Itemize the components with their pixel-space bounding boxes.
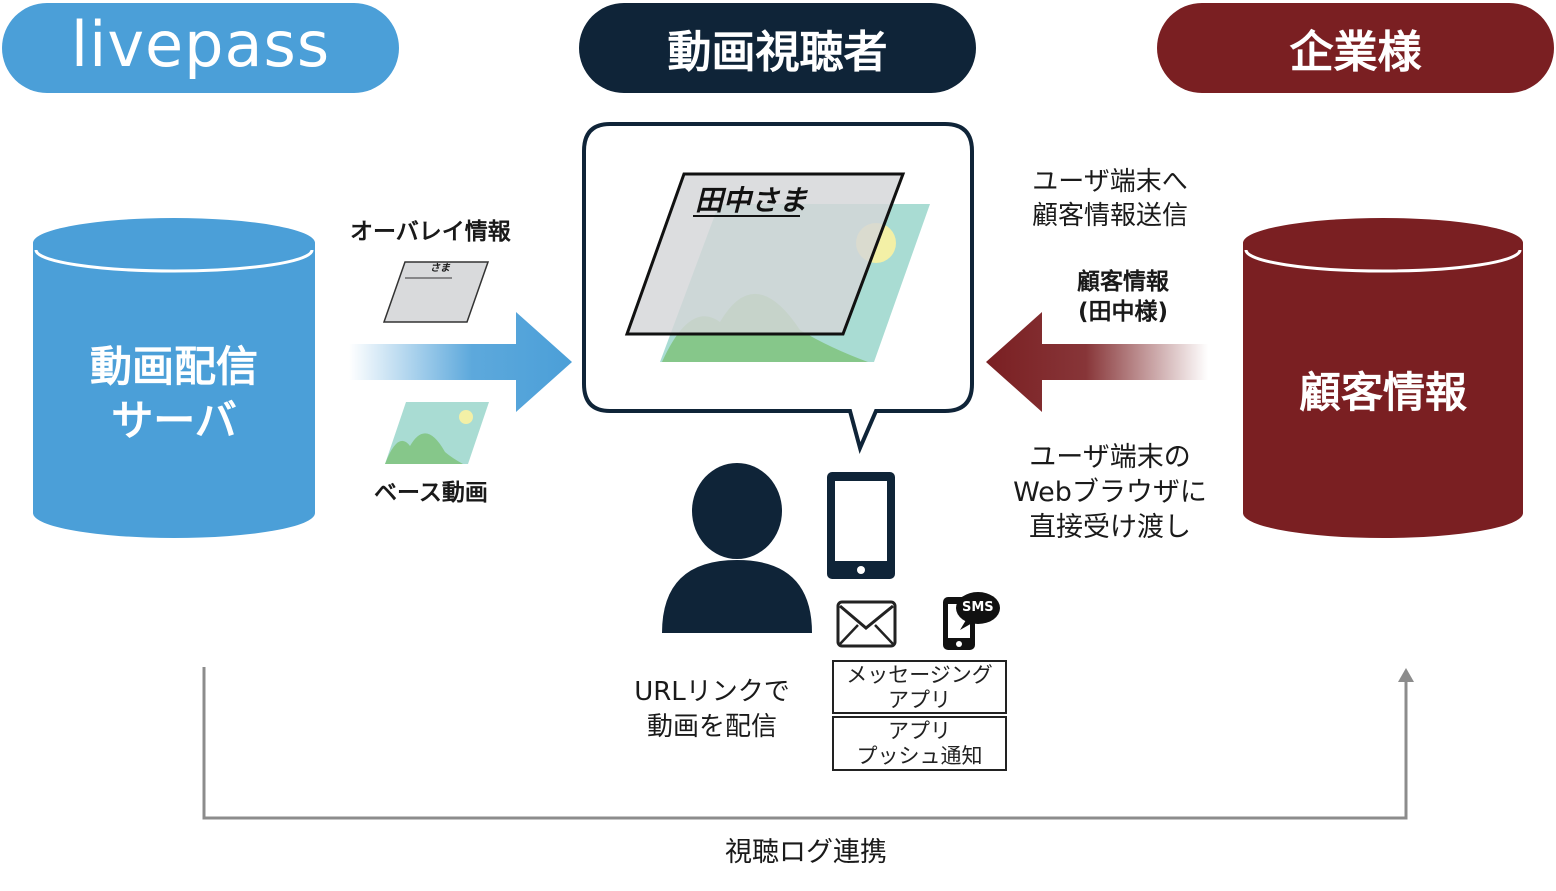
smartphone-icon	[827, 472, 895, 579]
customer-info-arrow	[986, 312, 1208, 412]
overlay-info-label: オーバレイ情報	[350, 219, 511, 245]
customer-info-note: 顧客情報 (田中様)	[1048, 267, 1198, 327]
livepass-logo-pill: livepass	[2, 3, 399, 93]
overlay-mini-text: さま	[430, 263, 450, 274]
url-note: URLリンクで 動画を配信	[612, 675, 812, 745]
screen-overlay-name: 田中さま	[695, 184, 808, 217]
mail-icon	[836, 600, 897, 648]
viewer-header-pill: 動画視聴者	[579, 3, 976, 93]
customer-db-label: 顧客情報	[1298, 368, 1467, 417]
url-note-line1: URLリンクで	[634, 677, 790, 707]
messaging-app-box: メッセージング アプリ	[832, 660, 1007, 714]
base-video-label: ベース動画	[374, 480, 488, 506]
customer-info-note-line1: 顧客情報	[1077, 269, 1169, 295]
sms-badge-text: SMS	[962, 600, 994, 615]
viewer-header-label: 動画視聴者	[667, 27, 888, 78]
messaging-app-line1: メッセージング	[846, 663, 993, 687]
right-bottom-note-line2: Webブラウザに	[1013, 477, 1207, 508]
right-bottom-note-line3: 直接受け渡し	[1029, 512, 1191, 543]
delivery-arrow	[349, 312, 572, 412]
push-notification-line2: プッシュ通知	[856, 744, 983, 768]
messaging-app-line2: アプリ	[888, 688, 951, 712]
push-notification-box: アプリ プッシュ通知	[832, 716, 1007, 771]
right-bottom-note-line1: ユーザ端末の	[1029, 442, 1191, 473]
company-header-pill: 企業様	[1157, 3, 1554, 93]
server-label-line2: サーバ	[111, 396, 237, 445]
livepass-logo-text: livepass	[70, 7, 331, 81]
server-label-line1: 動画配信	[89, 342, 258, 391]
viewer-person-icon	[662, 463, 812, 633]
server-label: 動画配信 サーバ	[33, 340, 315, 448]
right-top-note-line2: 顧客情報送信	[1031, 201, 1188, 231]
log-link-label: 視聴ログ連携	[725, 837, 887, 868]
customer-info-note-line2: (田中様)	[1077, 299, 1169, 325]
base-video-mini-card	[385, 402, 489, 464]
company-header-label: 企業様	[1289, 27, 1422, 78]
server-cylinder	[33, 218, 315, 538]
right-top-note-line1: ユーザ端末へ	[1032, 167, 1188, 197]
log-link-line	[202, 667, 1408, 820]
push-notification-line1: アプリ	[888, 719, 951, 743]
log-link-arrowhead	[1398, 668, 1414, 682]
right-top-note: ユーザ端末へ 顧客情報送信	[1010, 165, 1210, 233]
right-bottom-note: ユーザ端末の Webブラウザに 直接受け渡し	[995, 440, 1225, 545]
overlay-mini-card	[382, 261, 490, 323]
overlay-frame	[624, 172, 906, 336]
customer-db-cylinder	[1243, 218, 1523, 538]
sms-phone-icon	[943, 592, 1000, 650]
url-note-line2: 動画を配信	[646, 712, 777, 742]
